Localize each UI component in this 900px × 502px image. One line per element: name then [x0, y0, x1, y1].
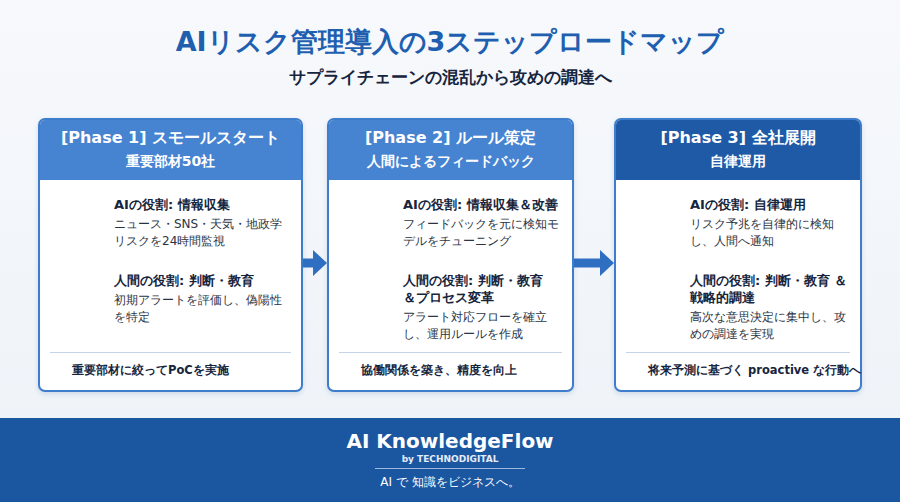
role-heading: AIの役割: 情報収集＆改善 — [403, 196, 560, 213]
phase-subtitle: 自律運用 — [616, 153, 860, 171]
ai-role-section: AIの役割: 自律運用リスク予兆を自律的に検知し、人間へ通知 — [690, 196, 848, 250]
phase-title: [Phase 1] スモールスタート — [40, 128, 301, 149]
phase-note: 協働関係を築き、精度を向上 — [361, 363, 568, 378]
subtitle: サプライチェーンの混乱から攻めの調達へ — [0, 66, 900, 89]
role-body: 高次な意思決定に集中し、攻めの調達を実現 — [690, 309, 848, 343]
human-role-section: 人間の役割: 判断・教育 ＆戦略的調達高次な意思決定に集中し、攻めの調達を実現 — [690, 272, 848, 343]
diagram-title: AIリスク管理導入の3ステップロードマップ — [0, 24, 900, 60]
brand-tagline: AI で 知識をビジネスへ。 — [0, 474, 900, 491]
phase-subtitle: 重要部材50社 — [40, 153, 301, 171]
role-body: フィードバックを元に検知モデルをチューニング — [403, 216, 560, 250]
phase-subtitle: 人間によるフィードバック — [329, 153, 572, 171]
human-role-section: 人間の役割: 判断・教育初期アラートを評価し、偽陽性を特定 — [114, 272, 289, 326]
flow-arrow — [303, 250, 327, 276]
note-divider — [626, 352, 850, 353]
note-divider — [50, 352, 291, 353]
arrow-shaft — [303, 259, 315, 268]
ai-role-section: AIの役割: 情報収集ニュース・SNS・天気・地政学リスクを24時間監視 — [114, 196, 289, 250]
arrow-head — [313, 250, 327, 276]
card-header: [Phase 1] スモールスタート重要部材50社 — [40, 120, 301, 180]
footer-band: AI KnowledgeFlowby TECHNODIGITAL AI で 知識を… — [0, 418, 900, 502]
phase-card: [Phase 3] 全社展開自律運用 AIの役割: 自律運用リスク予兆を自律的に検… — [614, 118, 862, 392]
phase-note: 将来予測に基づく proactive な行動へ — [648, 363, 856, 378]
card-header: [Phase 2] ルール策定人間によるフィードバック — [329, 120, 572, 180]
role-body: アラート対応フローを確立し、運用ルールを作成 — [403, 309, 560, 343]
role-heading: AIの役割: 自律運用 — [690, 196, 848, 213]
arrow-shaft — [574, 259, 602, 268]
role-heading: AIの役割: 情報収集 — [114, 196, 289, 213]
phase-note: 重要部材に絞ってPoCを実施 — [72, 363, 297, 378]
ai-role-section: AIの役割: 情報収集＆改善フィードバックを元に検知モデルをチューニング — [403, 196, 560, 250]
arrow-head — [600, 250, 614, 276]
human-role-section: 人間の役割: 判断・教育 ＆プロセス変革アラート対応フローを確立し、運用ルールを… — [403, 272, 560, 343]
phase-title: [Phase 2] ルール策定 — [329, 128, 572, 149]
footer-rule — [375, 468, 525, 469]
phase-card: [Phase 1] スモールスタート重要部材50社 AIの役割: 情報収集ニュース… — [38, 118, 303, 392]
brand-byline: by TECHNODIGITAL — [0, 454, 900, 464]
phase-title: [Phase 3] 全社展開 — [616, 128, 860, 149]
role-heading: 人間の役割: 判断・教育 ＆戦略的調達 — [690, 272, 848, 306]
card-header: [Phase 3] 全社展開自律運用 — [616, 120, 860, 180]
role-body: ニュース・SNS・天気・地政学リスクを24時間監視 — [114, 216, 289, 250]
role-heading: 人間の役割: 判断・教育 ＆プロセス変革 — [403, 272, 560, 306]
brand-name: AI KnowledgeFlow — [0, 429, 900, 453]
note-divider — [339, 352, 562, 353]
phase-card: [Phase 2] ルール策定人間によるフィードバック AIの役割: 情報収集＆改… — [327, 118, 574, 392]
role-body: リスク予兆を自律的に検知し、人間へ通知 — [690, 216, 848, 250]
flow-arrow — [574, 250, 614, 276]
role-heading: 人間の役割: 判断・教育 — [114, 272, 289, 289]
role-body: 初期アラートを評価し、偽陽性を特定 — [114, 292, 289, 326]
